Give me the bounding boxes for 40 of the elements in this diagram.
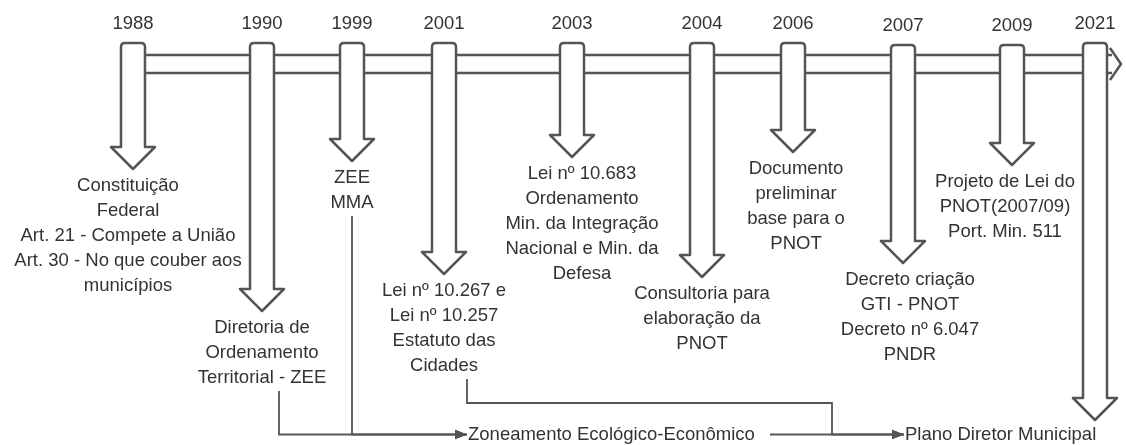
block-arrow <box>420 41 468 276</box>
block-arrow <box>879 43 927 265</box>
event-text: Lei nº 10.267 e Lei nº 10.257 <box>381 278 507 327</box>
event-text: Estatuto das Cidades <box>391 328 497 377</box>
year-label: 1999 <box>330 11 374 35</box>
event-text: Ordenamento <box>524 186 640 210</box>
year-label: 2021 <box>1073 11 1117 35</box>
block-arrow <box>548 41 596 159</box>
year-label: 1988 <box>111 11 155 35</box>
event-text: MMA <box>329 190 375 214</box>
block-arrow <box>1071 41 1119 422</box>
arrow <box>769 429 905 440</box>
event-text: Port. Min. 511 <box>947 219 1063 243</box>
event-text: Documento preliminar base para o PNOT <box>746 156 846 255</box>
block-arrow <box>328 41 376 163</box>
year-label: 2009 <box>990 13 1034 37</box>
event-text: Constituição Federal <box>76 173 180 222</box>
year-label: 2006 <box>771 11 815 35</box>
event-text: Plano Diretor Municipal <box>905 423 1098 444</box>
event-text: Art. 30 - No que couber aos municípios <box>13 248 243 297</box>
event-text: ZEE <box>333 165 371 189</box>
event-text: Diretoria de Ordenamento Territorial - ZEE <box>197 315 327 389</box>
event-text: Art. 21 - Compete a União <box>19 223 237 247</box>
year-label: 1990 <box>240 11 284 35</box>
arrow <box>351 215 468 440</box>
year-label: 2003 <box>550 11 594 35</box>
event-text: Decreto nº 6.047 <box>839 317 981 341</box>
year-label: 2007 <box>881 13 925 37</box>
event-text: Projeto de Lei do PNOT(2007/09) <box>934 169 1076 218</box>
event-text: Zoneamento Ecológico-Econômico <box>468 423 756 444</box>
event-text: Lei nº 10.683 <box>526 161 638 185</box>
block-arrow <box>238 41 286 313</box>
block-arrow <box>109 41 157 171</box>
block-arrow <box>988 43 1036 167</box>
event-text: PNDR <box>882 342 938 366</box>
block-arrow <box>769 41 817 154</box>
year-label: 2004 <box>680 11 724 35</box>
event-text: Decreto criação GTI - PNOT <box>844 267 976 316</box>
block-arrow <box>678 41 726 279</box>
year-label: 2001 <box>422 11 466 35</box>
